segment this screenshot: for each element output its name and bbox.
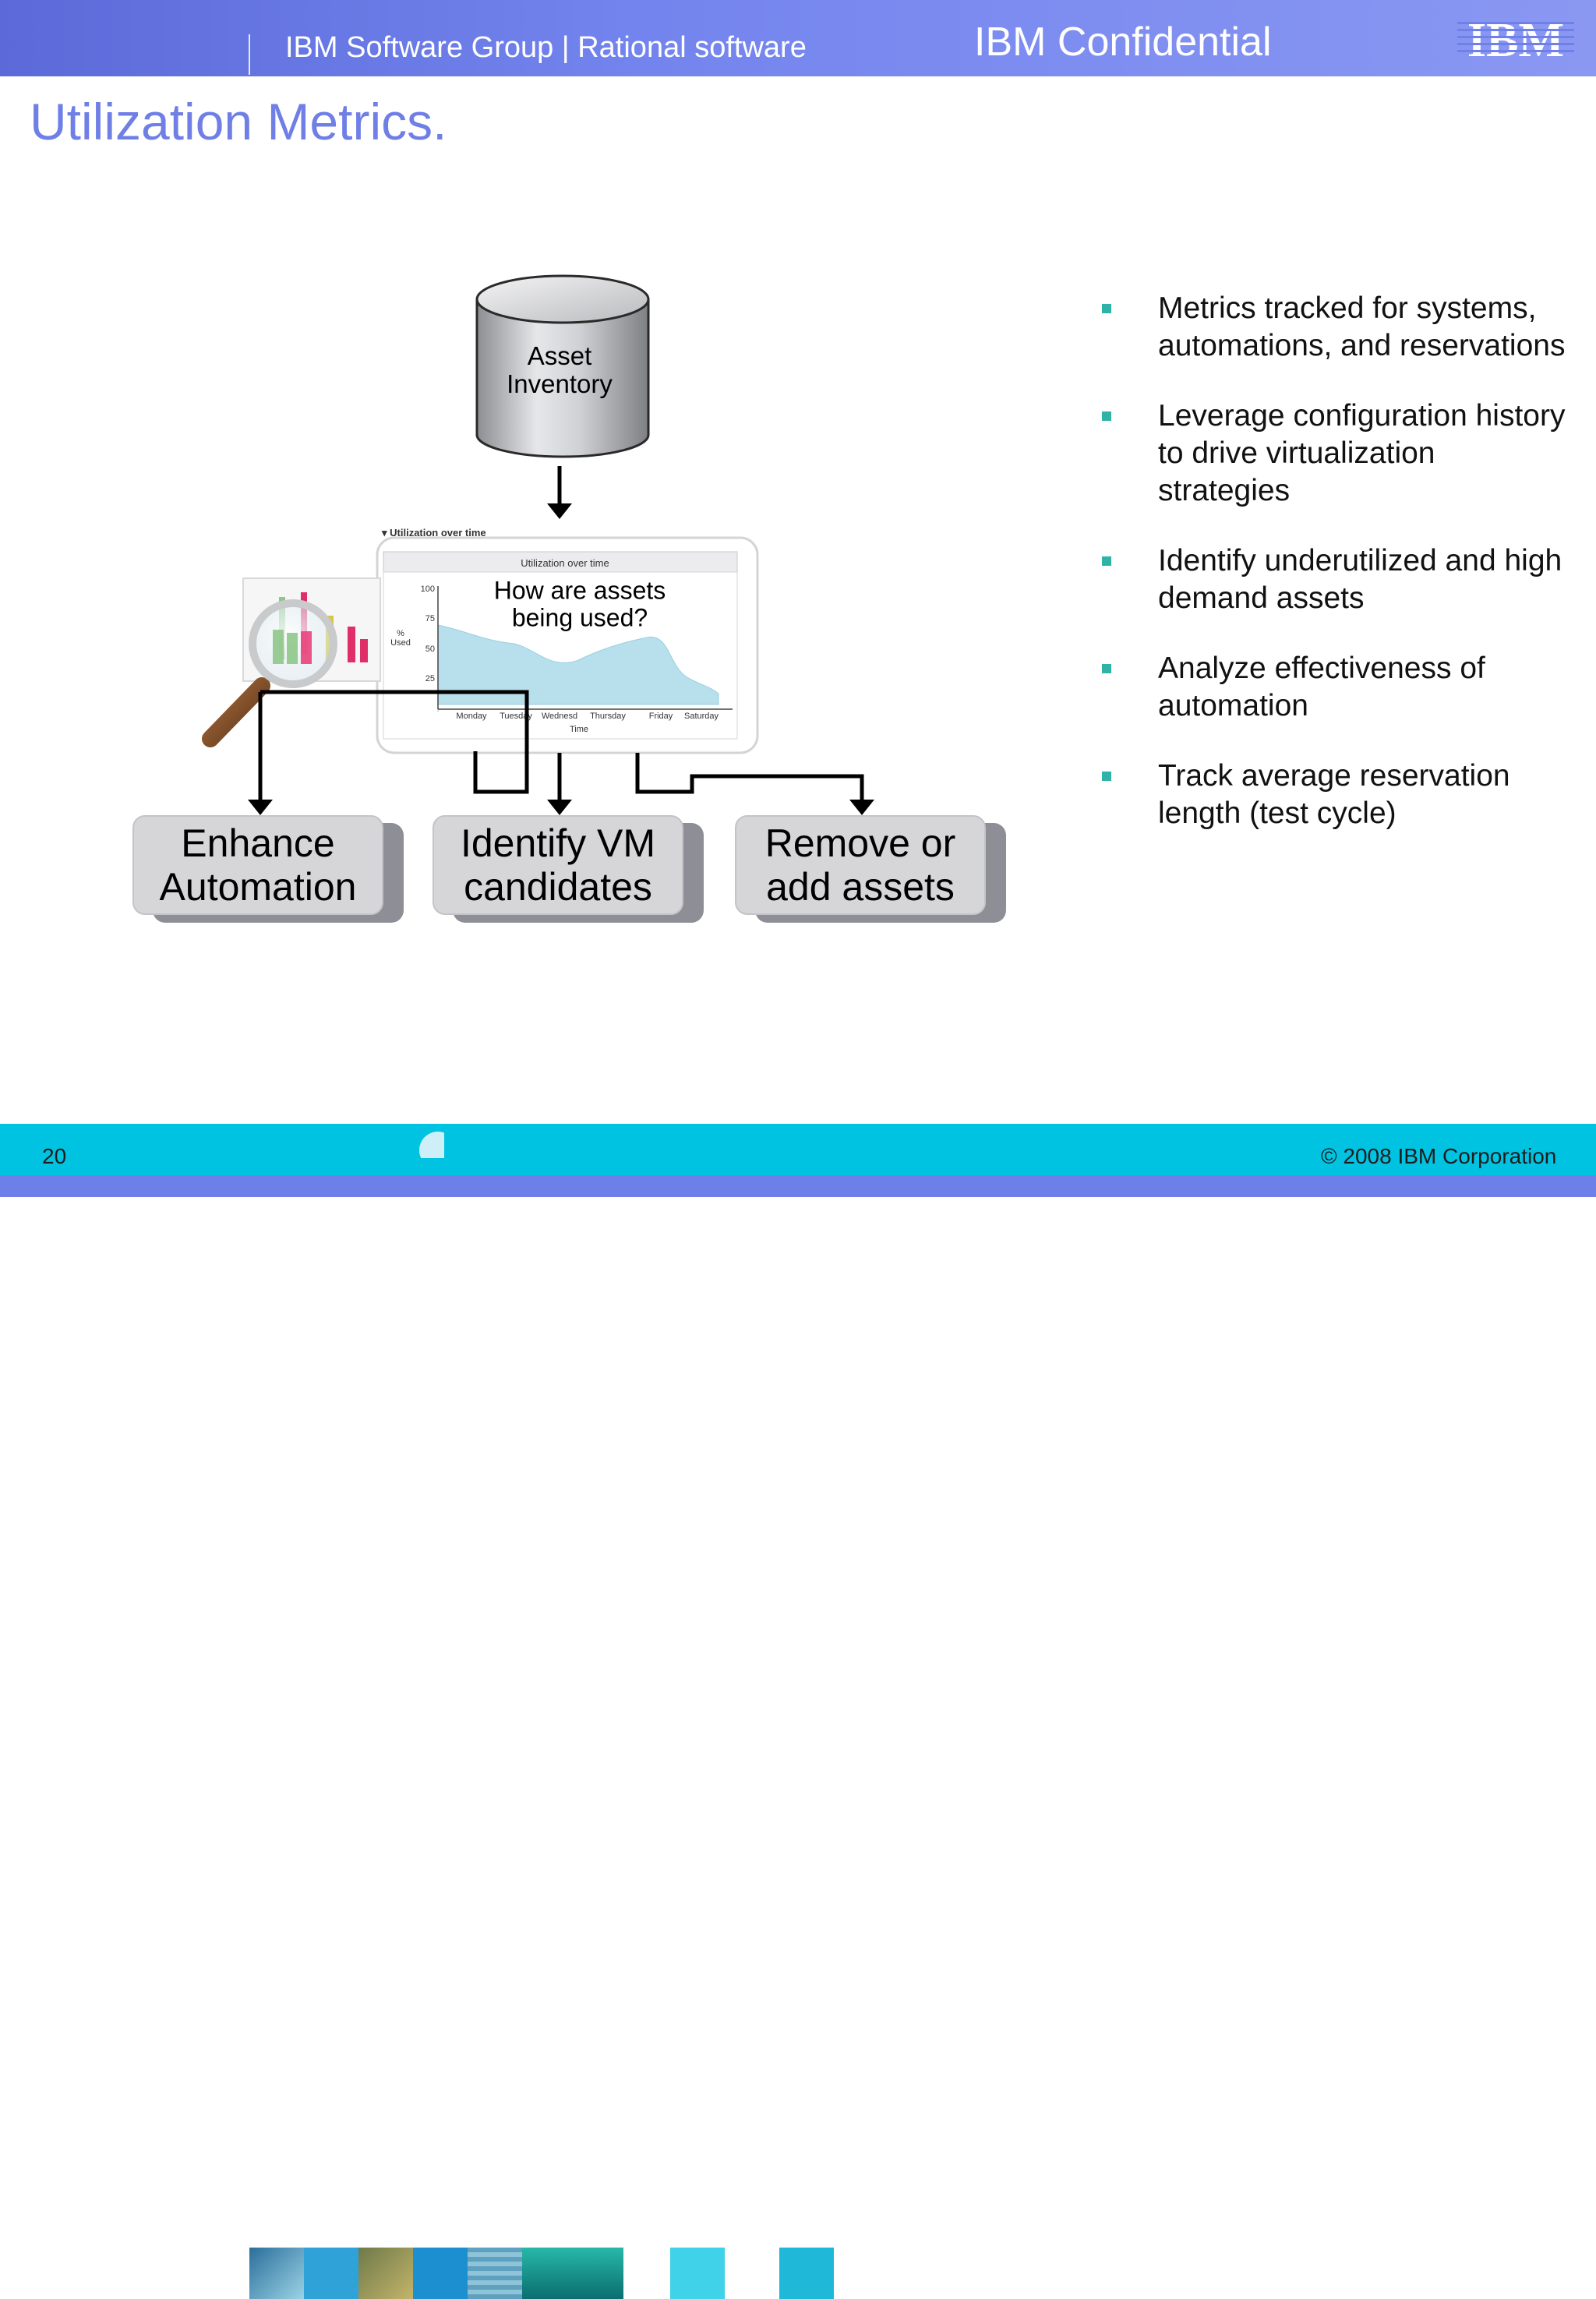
- footer-image-strip: [249, 2248, 834, 2299]
- svg-text:Tuesday: Tuesday: [500, 712, 532, 721]
- box-identify-vm-candidates: Identify VM candidates: [433, 815, 704, 923]
- header-divider: [249, 34, 250, 75]
- bullet-item: Identify underutilized and high demand a…: [1091, 542, 1574, 617]
- svg-text:50: 50: [425, 644, 435, 654]
- arrow-head-icon: [849, 800, 874, 815]
- bullet-square-icon: [1102, 772, 1111, 781]
- box-label: Remove or add assets: [735, 815, 986, 915]
- bullet-item: Metrics tracked for systems, automations…: [1091, 290, 1574, 365]
- header-confidential-label: IBM Confidential: [974, 19, 1272, 65]
- page-number: 20: [42, 1144, 67, 1168]
- arrow-head-icon: [547, 503, 572, 519]
- footer-sun-icon: [419, 1132, 444, 1158]
- bullet-square-icon: [1102, 411, 1111, 421]
- svg-text:25: 25: [425, 674, 435, 683]
- chart-ylabel: %Used: [390, 629, 411, 648]
- chart-section-header: ▾ Utilization over time: [381, 527, 486, 539]
- chart-inner-title: Utilization over time: [521, 557, 609, 569]
- bullet-item: Leverage configuration history to drive …: [1091, 397, 1574, 510]
- svg-text:Wednesd: Wednesd: [542, 712, 577, 721]
- header-group-label: IBM Software Group | Rational software: [285, 31, 807, 64]
- arrow-head-icon: [547, 800, 572, 815]
- chart-xlabel: Time: [570, 725, 588, 734]
- svg-text:Saturday: Saturday: [684, 712, 719, 721]
- magnifier-icon: [202, 577, 381, 747]
- box-label: Identify VM candidates: [433, 815, 683, 915]
- copyright-label: © 2008 IBM Corporation: [1321, 1144, 1557, 1168]
- arrow-head-icon: [248, 800, 273, 815]
- box-enhance-automation: Enhance Automation: [132, 815, 404, 923]
- svg-text:Thursday: Thursday: [590, 712, 626, 721]
- bullet-square-icon: [1102, 304, 1111, 313]
- bullet-item: Track average reservation length (test c…: [1091, 758, 1574, 832]
- ibm-logo: IBM: [1457, 16, 1574, 62]
- svg-text:75: 75: [425, 614, 435, 623]
- utilization-chart-thumbnail: ▾ Utilization over time Utilization over…: [376, 527, 759, 754]
- slide-title: Utilization Metrics.: [30, 93, 447, 150]
- bullet-list: Metrics tracked for systems, automations…: [1091, 290, 1574, 865]
- bullet-square-icon: [1102, 556, 1111, 566]
- flow-connectors: [258, 690, 864, 801]
- box-remove-or-add-assets: Remove or add assets: [735, 815, 1006, 923]
- svg-text:100: 100: [421, 584, 435, 594]
- footer-bottom-strip: [0, 1175, 1596, 1197]
- bullet-square-icon: [1102, 664, 1111, 673]
- svg-text:Friday: Friday: [649, 712, 673, 721]
- svg-text:Monday: Monday: [456, 712, 487, 721]
- box-label: Enhance Automation: [132, 815, 383, 915]
- bullet-item: Analyze effectiveness of automation: [1091, 650, 1574, 725]
- header-bar: IBM Software Group | Rational software I…: [0, 0, 1596, 76]
